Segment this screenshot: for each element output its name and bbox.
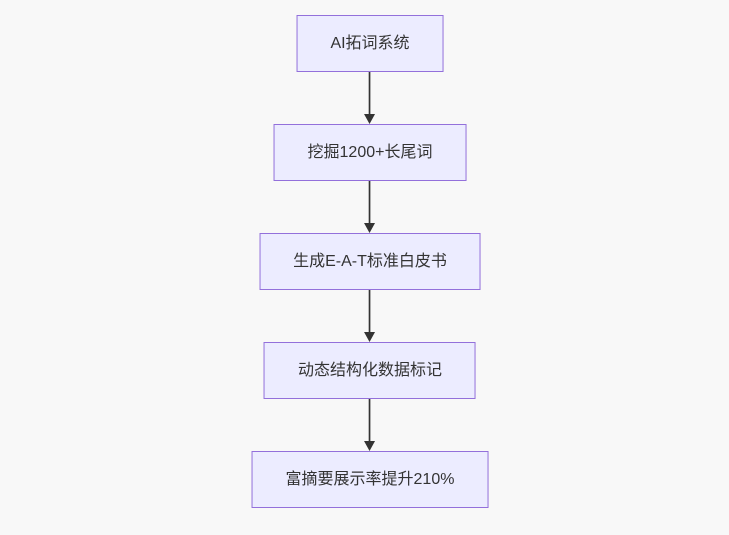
flow-node-label: 动态结构化数据标记 xyxy=(297,361,442,379)
flow-node-structured-data-markup: 动态结构化数据标记 xyxy=(263,342,476,399)
flow-node-rich-snippet-rate: 富摘要展示率提升210% xyxy=(251,451,489,508)
flow-node-label: 生成E-A-T标准白皮书 xyxy=(293,252,447,270)
flow-node-eat-whitepaper: 生成E-A-T标准白皮书 xyxy=(259,233,481,290)
flow-arrow-down-icon xyxy=(364,290,376,342)
flow-arrow-down-icon xyxy=(364,181,376,233)
flow-arrow-down-icon xyxy=(364,399,376,451)
flow-node-longtail-keywords: 挖掘1200+长尾词 xyxy=(273,124,467,181)
flowchart: AI拓词系统 挖掘1200+长尾词 生成E-A-T标准白皮书 动态结构化数据标记… xyxy=(251,15,489,508)
flow-node-ai-word-system: AI拓词系统 xyxy=(296,15,444,72)
flow-node-label: AI拓词系统 xyxy=(330,34,410,52)
flow-node-label: 富摘要展示率提升210% xyxy=(285,470,455,488)
flow-arrow-down-icon xyxy=(364,72,376,124)
flow-node-label: 挖掘1200+长尾词 xyxy=(307,143,433,161)
